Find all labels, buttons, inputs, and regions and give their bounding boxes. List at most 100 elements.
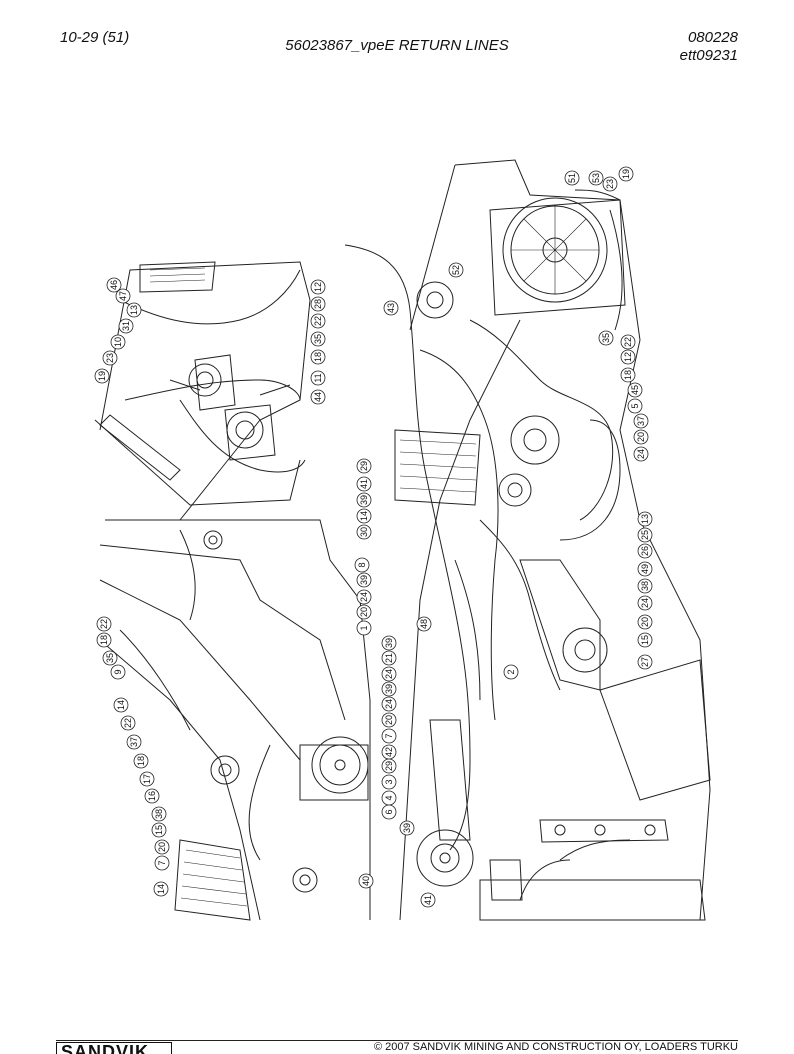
callout-circle: [126, 302, 142, 318]
callout-number: 39: [384, 684, 394, 694]
callout-circle: [102, 350, 118, 366]
callout-number: 14: [359, 511, 369, 521]
callout-bubble: 22: [96, 616, 112, 632]
callout-number: 42: [384, 747, 394, 757]
callout-circle: [381, 804, 397, 820]
callout-circle: [448, 262, 464, 278]
callout-number: 51: [567, 173, 577, 183]
callout-number: 35: [601, 333, 611, 343]
callout-number: 18: [623, 370, 633, 380]
callout-bubble: 22: [120, 715, 136, 731]
callout-number: 48: [419, 619, 429, 629]
callout-number: 20: [157, 842, 167, 852]
footer-rule: [56, 1040, 738, 1041]
callout-circle: [627, 398, 643, 414]
copyright-notice: © 2007 SANDVIK MINING AND CONSTRUCTION O…: [373, 1041, 738, 1053]
callout-number: 24: [359, 592, 369, 602]
callout-bubble: 4: [381, 790, 397, 806]
callout-circle: [620, 367, 636, 383]
callout-number: 1: [359, 625, 369, 630]
callout-bubble: 20: [356, 604, 372, 620]
callout-number: 16: [147, 791, 157, 801]
callout-number: 13: [129, 305, 139, 315]
callout-number: 29: [359, 461, 369, 471]
callout-bubble: 14: [356, 508, 372, 524]
callout-bubble: 24: [633, 446, 649, 462]
callout-number: 37: [129, 737, 139, 747]
callout-number: 10: [113, 337, 123, 347]
right-main-view: [344, 159, 711, 921]
callout-number: 9: [113, 669, 123, 674]
callout-circle: [420, 892, 436, 908]
callout-circle: [118, 318, 134, 334]
callout-circle: [153, 881, 169, 897]
callout-circle: [381, 712, 397, 728]
callout-number: 24: [384, 669, 394, 679]
callout-circle: [310, 349, 326, 365]
callout-bubble: 40: [358, 873, 374, 889]
callout-number: 14: [116, 700, 126, 710]
callout-circle: [399, 820, 415, 836]
callout-number: 52: [451, 265, 461, 275]
callout-circle: [381, 681, 397, 697]
callout-bubble: 37: [126, 734, 142, 750]
callout-number: 20: [640, 617, 650, 627]
callout-number: 39: [402, 823, 412, 833]
callout-bubble: 20: [633, 429, 649, 445]
callout-circle: [416, 616, 432, 632]
callout-circle: [133, 753, 149, 769]
callout-circle: [96, 616, 112, 632]
callout-bubble: 23: [102, 350, 118, 366]
callout-number: 46: [109, 280, 119, 290]
callout-circle: [356, 572, 372, 588]
callout-bubble: 29: [356, 458, 372, 474]
callout-number: 35: [105, 653, 115, 663]
callout-circle: [356, 620, 372, 636]
callout-circle: [94, 368, 110, 384]
callout-circle: [120, 715, 136, 731]
callout-number: 27: [640, 657, 650, 667]
callout-number: 15: [154, 825, 164, 835]
callout-bubble: 31: [118, 318, 134, 334]
callout-number: 24: [640, 598, 650, 608]
callout-number: 41: [359, 479, 369, 489]
callout-circle: [151, 806, 167, 822]
callout-bubble: 22: [310, 313, 326, 329]
callout-number: 21: [384, 653, 394, 663]
callout-number: 30: [359, 527, 369, 537]
callout-number: 5: [630, 403, 640, 408]
callout-circle: [637, 511, 653, 527]
callout-bubble: 38: [637, 578, 653, 594]
callout-number: 29: [384, 761, 394, 771]
callout-number: 24: [636, 449, 646, 459]
callout-circle: [356, 458, 372, 474]
callout-number: 44: [313, 392, 323, 402]
callout-bubble: 25: [637, 527, 653, 543]
callout-circle: [139, 771, 155, 787]
callout-bubble: 15: [637, 632, 653, 648]
callout-circle: [381, 696, 397, 712]
callout-circle: [637, 654, 653, 670]
callout-bubble: 20: [154, 839, 170, 855]
callout-bubble: 48: [416, 616, 432, 632]
callout-circle: [310, 313, 326, 329]
callout-bubble: 24: [637, 595, 653, 611]
callout-circle: [358, 873, 374, 889]
callout-number: 24: [384, 699, 394, 709]
callout-bubble: 45: [627, 382, 643, 398]
callout-circle: [356, 524, 372, 540]
callout-circle: [620, 334, 636, 350]
callout-bubble: 39: [381, 635, 397, 651]
callout-number: 13: [640, 514, 650, 524]
callout-bubble: 39: [381, 681, 397, 697]
callout-number: 22: [623, 337, 633, 347]
callout-number: 18: [99, 635, 109, 645]
callout-circle: [154, 839, 170, 855]
callout-number: 19: [621, 169, 631, 179]
callout-number: 11: [313, 373, 323, 382]
callout-bubble: 37: [633, 413, 649, 429]
callout-number: 12: [623, 352, 633, 362]
callout-bubble: 42: [381, 744, 397, 760]
callout-number: 35: [313, 334, 323, 344]
callout-bubble: 39: [356, 572, 372, 588]
